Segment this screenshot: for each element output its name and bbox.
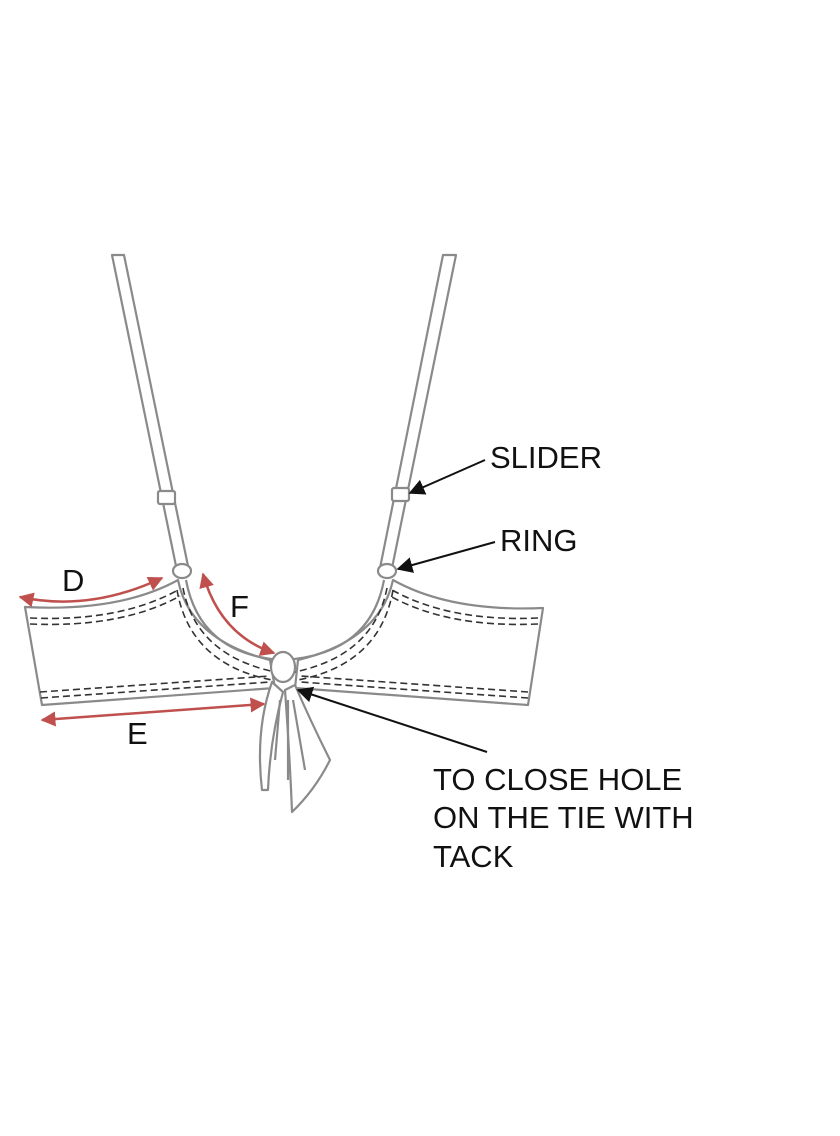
ring-callout-arrow xyxy=(396,541,496,573)
measure-d-arrow xyxy=(18,576,164,608)
label-ring: RING xyxy=(500,523,578,558)
tie-callout-arrow xyxy=(296,686,488,753)
right-strap xyxy=(378,253,458,570)
front-tie xyxy=(258,650,332,814)
right-band xyxy=(293,578,545,707)
right-ring xyxy=(376,562,398,580)
label-d: D xyxy=(62,563,84,598)
left-slider xyxy=(156,489,177,506)
measure-e-arrow xyxy=(40,697,266,727)
left-ring xyxy=(171,562,193,580)
right-slider xyxy=(390,486,411,503)
left-strap xyxy=(110,253,190,568)
label-slider: SLIDER xyxy=(490,440,602,475)
slider-callout-arrow xyxy=(408,459,486,495)
label-e: E xyxy=(127,716,148,751)
left-top-stitch xyxy=(29,589,179,620)
measure-f-arrow xyxy=(199,572,276,656)
label-tie-note-line1: TO CLOSE HOLE xyxy=(433,762,682,797)
label-f: F xyxy=(230,589,249,624)
tie-knot xyxy=(269,650,297,684)
label-tie-note-line2: ON THE TIE WITH xyxy=(433,800,694,835)
label-tie-note-line3: TACK xyxy=(433,839,514,874)
